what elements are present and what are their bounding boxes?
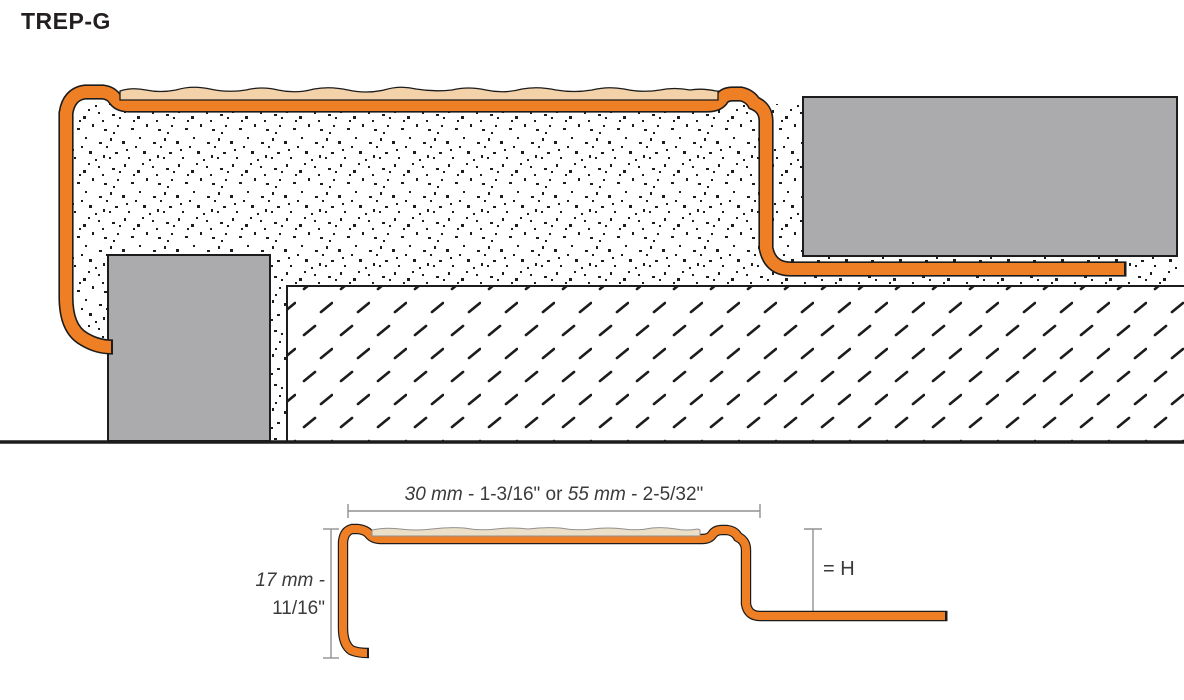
riser-tile [107, 254, 271, 442]
bare-profile-outline [337, 523, 948, 659]
width-dimension-label: 30 mm - 1-3/16" or 55 mm - 2-5/32" [404, 484, 704, 505]
bare-profile-tread-insert [371, 527, 701, 537]
height-dimension-label: 17 mm - 11/16" [200, 567, 325, 623]
width-dimension-line [347, 504, 761, 518]
h-dimension-label: = H [823, 558, 855, 580]
h-dimension-line [804, 528, 822, 611]
height-dimension-label-line2: 11/16" [272, 598, 325, 619]
stair-nosing-profile [58, 84, 1127, 355]
bare-profile [337, 523, 948, 659]
main-cross-section-diagram [0, 84, 1184, 444]
substrate-hatch [286, 285, 1184, 441]
profile-dimension-diagram [323, 504, 948, 659]
upper-step-tile [802, 96, 1178, 257]
bare-profile-body [339, 525, 945, 657]
height-dimension-line [323, 528, 339, 659]
profile-body [60, 86, 1124, 353]
page-title: TREP-G [21, 8, 111, 34]
height-dimension-label-line1: 17 mm - [255, 570, 325, 591]
tread-insert [119, 86, 719, 101]
